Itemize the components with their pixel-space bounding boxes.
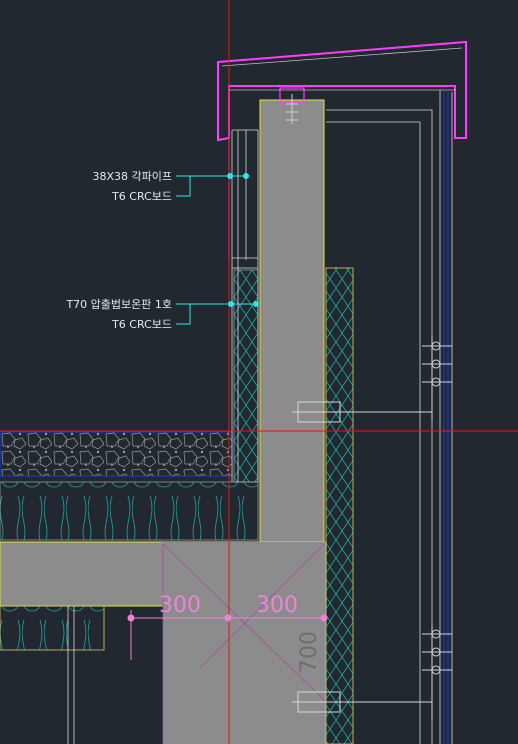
ceiling-hangers bbox=[67, 606, 75, 744]
finish-lines bbox=[443, 90, 449, 744]
beam bbox=[163, 542, 326, 744]
leader-lower bbox=[176, 303, 256, 325]
dimension-vertical: 700 bbox=[297, 631, 322, 673]
gravel-layer bbox=[0, 431, 233, 477]
parapet-cap bbox=[217, 40, 467, 142]
label-insulation: T70 압출법보온판 1호 bbox=[65, 298, 172, 311]
beam-diagonal bbox=[162, 543, 325, 744]
leader-lower-dot1 bbox=[228, 301, 234, 307]
leader-lower-dot2 bbox=[253, 301, 259, 307]
ceiling-insulation bbox=[0, 605, 105, 651]
exterior-insulation bbox=[325, 267, 354, 744]
label-pipe: 38X38 각파이프 bbox=[92, 170, 172, 183]
label-crc-upper: T6 CRC보드 bbox=[111, 190, 172, 203]
dimension-tick-right bbox=[320, 614, 328, 622]
dimension-left: 300 bbox=[159, 593, 201, 618]
cap-bolt bbox=[286, 94, 298, 124]
dimension-tick-mid bbox=[224, 614, 232, 622]
dimension-tick-left bbox=[127, 614, 135, 622]
bracket-lower bbox=[292, 626, 452, 720]
bracket-upper bbox=[292, 336, 452, 423]
label-crc-lower: T6 CRC보드 bbox=[111, 318, 172, 331]
leader-upper-dot1 bbox=[227, 173, 233, 179]
roof-insulation bbox=[0, 481, 259, 541]
leader-upper bbox=[176, 175, 246, 197]
dimension-right: 300 bbox=[256, 593, 298, 618]
cap-inner-line bbox=[221, 47, 463, 91]
leader-upper-dot2 bbox=[243, 173, 249, 179]
curtain-wall-frame bbox=[326, 90, 453, 744]
